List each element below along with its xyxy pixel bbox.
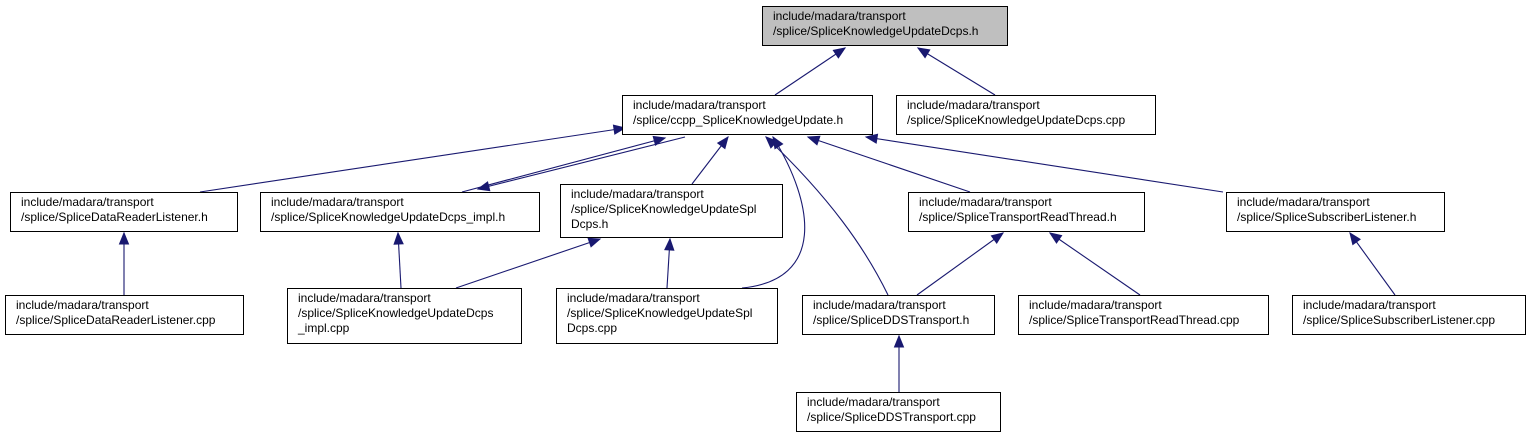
- file-node-dcps-cpp[interactable]: include/madara/transport/splice/SpliceKn…: [896, 95, 1156, 135]
- file-node-label-line: /splice/SpliceSubscriberListener.cpp: [1303, 313, 1496, 327]
- file-node-spl-cpp[interactable]: include/madara/transport/splice/SpliceKn…: [556, 288, 778, 344]
- file-node-label-line: /splice/SpliceKnowledgeUpdateDcps: [298, 306, 494, 320]
- file-node-label-line: /splice/ccpp_SpliceKnowledgeUpdate.h: [633, 113, 844, 127]
- file-node-dds-cpp[interactable]: include/madara/transport/splice/SpliceDD…: [796, 392, 1001, 432]
- file-node-label-line: /splice/SpliceKnowledgeUpdateDcps.h: [773, 24, 979, 38]
- file-node-label-line: include/madara/transport: [813, 298, 946, 312]
- file-node-drl-cpp[interactable]: include/madara/transport/splice/SpliceDa…: [5, 295, 244, 335]
- file-node-sl-h[interactable]: include/madara/transport/splice/SpliceSu…: [1226, 192, 1445, 232]
- file-node-label-line: Dcps.h: [571, 217, 609, 231]
- edge-implcpp-to-splh: [455, 237, 602, 289]
- file-node-root: include/madara/transport/splice/SpliceKn…: [762, 6, 1008, 46]
- edge-splcpp-to-splh: [664, 237, 675, 289]
- file-node-label-line: /splice/SpliceDataReaderListener.cpp: [16, 313, 216, 327]
- edge-drlcpp-to-drlh: [118, 231, 130, 295]
- file-node-drl-h[interactable]: include/madara/transport/splice/SpliceDa…: [10, 192, 238, 232]
- file-node-label-line: include/madara/transport: [298, 291, 431, 305]
- edge-trtcpp-to-trth: [1048, 232, 1141, 296]
- file-node-label-line: /splice/SpliceTransportReadThread.cpp: [1029, 313, 1240, 327]
- edge-ddsh-to-trth: [916, 232, 1005, 296]
- file-node-label-line: include/madara/transport: [807, 395, 940, 409]
- file-node-label-line: include/madara/transport: [1029, 298, 1162, 312]
- file-node-label-line: /splice/SpliceDDSTransport.h: [813, 313, 970, 327]
- file-node-label-line: include/madara/transport: [773, 9, 906, 23]
- edge-drlh-to-ccpp: [199, 124, 627, 193]
- edge-ddscpp-to-ddsh: [893, 334, 905, 392]
- edge-trth-to-ccpp: [806, 135, 971, 193]
- edge-splh-to-ccpp: [691, 135, 729, 185]
- file-node-label-line: /splice/SpliceKnowledgeUpdateDcps_impl.h: [271, 210, 506, 224]
- file-node-label-line: /splice/SpliceKnowledgeUpdateSpl: [567, 306, 753, 320]
- file-node-trt-cpp[interactable]: include/madara/transport/splice/SpliceTr…: [1018, 295, 1269, 335]
- file-node-label-line: include/madara/transport: [567, 291, 700, 305]
- edge-splcpp-to-ccpp: [741, 135, 806, 289]
- file-node-label-line: include/madara/transport: [1237, 195, 1370, 209]
- file-node-label-line: /splice/SpliceDDSTransport.cpp: [807, 410, 976, 424]
- file-node-label-line: /splice/SpliceTransportReadThread.h: [919, 210, 1117, 224]
- edge-ccpp-to-root: [774, 47, 847, 96]
- edge-implcpp-to-implh: [393, 231, 404, 289]
- file-node-label-line: include/madara/transport: [21, 195, 154, 209]
- edge-slh-to-ccpp: [864, 133, 1224, 193]
- file-node-impl-h[interactable]: include/madara/transport/splice/SpliceKn…: [260, 192, 540, 232]
- file-node-label-line: /splice/SpliceSubscriberListener.h: [1237, 210, 1417, 224]
- file-node-label-line: /splice/SpliceKnowledgeUpdateDcps.cpp: [907, 113, 1126, 127]
- file-node-sl-cpp[interactable]: include/madara/transport/splice/SpliceSu…: [1292, 295, 1526, 335]
- file-node-label-line: include/madara/transport: [919, 195, 1052, 209]
- file-node-label-line: Dcps.cpp: [567, 321, 618, 335]
- file-node-label-line: include/madara/transport: [271, 195, 404, 209]
- edge-slcpp-to-slh: [1349, 231, 1396, 296]
- edge-ddsh-to-ccpp: [765, 136, 889, 296]
- file-node-label-line: include/madara/transport: [571, 187, 704, 201]
- file-node-label-line: /splice/SpliceKnowledgeUpdateSpl: [571, 202, 757, 216]
- edge-dcpscpp-to-root: [916, 47, 996, 96]
- file-node-label-line: include/madara/transport: [907, 98, 1040, 112]
- edge-implh-to-ccpp-a: [461, 135, 667, 193]
- file-node-spl-h[interactable]: include/madara/transport/splice/SpliceKn…: [560, 184, 783, 238]
- edge-ccpp-to-implh-b: [476, 136, 686, 192]
- file-node-label-line: /splice/SpliceDataReaderListener.h: [21, 210, 208, 224]
- file-node-label-line: include/madara/transport: [16, 298, 149, 312]
- file-node-trt-h[interactable]: include/madara/transport/splice/SpliceTr…: [908, 192, 1145, 232]
- file-node-label-line: include/madara/transport: [1303, 298, 1436, 312]
- file-node-label-line: include/madara/transport: [633, 98, 766, 112]
- file-node-ccpp[interactable]: include/madara/transport/splice/ccpp_Spl…: [622, 95, 873, 135]
- file-node-impl-cpp[interactable]: include/madara/transport/splice/SpliceKn…: [287, 288, 522, 344]
- file-node-dds-h[interactable]: include/madara/transport/splice/SpliceDD…: [802, 295, 995, 335]
- file-node-label-line: _impl.cpp: [298, 321, 350, 335]
